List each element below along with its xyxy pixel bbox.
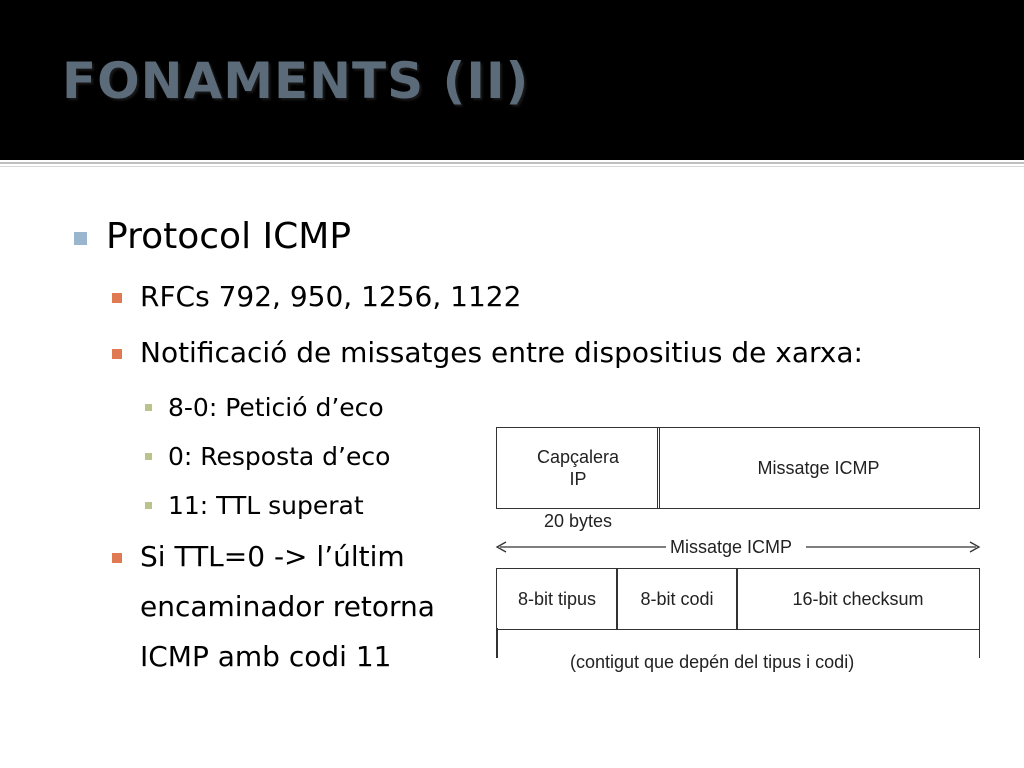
content-right-border	[978, 628, 980, 658]
ip-header-line-1: Capçalera	[536, 447, 620, 467]
sub-bullet-peticio: 8-0: Petició d’eco	[168, 393, 384, 422]
title-bar	[0, 0, 1024, 160]
content-left-border	[496, 628, 498, 658]
size-label: 20 bytes	[544, 511, 613, 531]
content-label: (contigut que depén del tipus i codi)	[570, 652, 855, 672]
arrow-left-icon	[495, 541, 507, 553]
ip-header-cell: Capçalera IP	[496, 427, 660, 509]
sub-bullet-ttl-superat: 11: TTL superat	[168, 491, 364, 520]
sub-bullet-resposta: 0: Resposta d’eco	[168, 442, 391, 471]
title-divider-thin	[0, 166, 1024, 167]
bullet-square-icon	[112, 553, 122, 563]
arrow-label: Missatge ICMP	[670, 537, 793, 557]
title-divider	[0, 162, 1024, 164]
bullet-notificacio: Notificació de missatges entre dispositi…	[140, 336, 863, 369]
span-arrow	[495, 541, 981, 553]
field-checksum-cell: 16-bit checksum	[736, 568, 980, 630]
bullet-rfcs: RFCs 792, 950, 1256, 1122	[140, 280, 522, 313]
bullet-square-icon	[145, 453, 152, 460]
bullet-square-icon	[112, 349, 122, 359]
field-code-cell: 8-bit codi	[616, 568, 738, 630]
bullet-ttl-line-1: Si TTL=0 -> l’últim	[140, 540, 405, 573]
arrow-right-icon	[969, 541, 981, 553]
bullet-protocol-icmp: Protocol ICMP	[106, 216, 352, 257]
bullet-square-icon	[145, 404, 152, 411]
bullet-square-icon	[74, 232, 87, 245]
icmp-message-cell: Missatge ICMP	[657, 427, 980, 509]
bullet-ttl-line-3: ICMP amb codi 11	[140, 640, 392, 673]
bullet-ttl-line-2: encaminador retorna	[140, 590, 435, 623]
field-type-cell: 8-bit tipus	[496, 568, 618, 630]
slide-title: FONAMENTS (II)	[62, 52, 530, 110]
bullet-square-icon	[112, 293, 122, 303]
bullet-square-icon	[145, 502, 152, 509]
ip-header-line-2: IP	[569, 469, 587, 489]
